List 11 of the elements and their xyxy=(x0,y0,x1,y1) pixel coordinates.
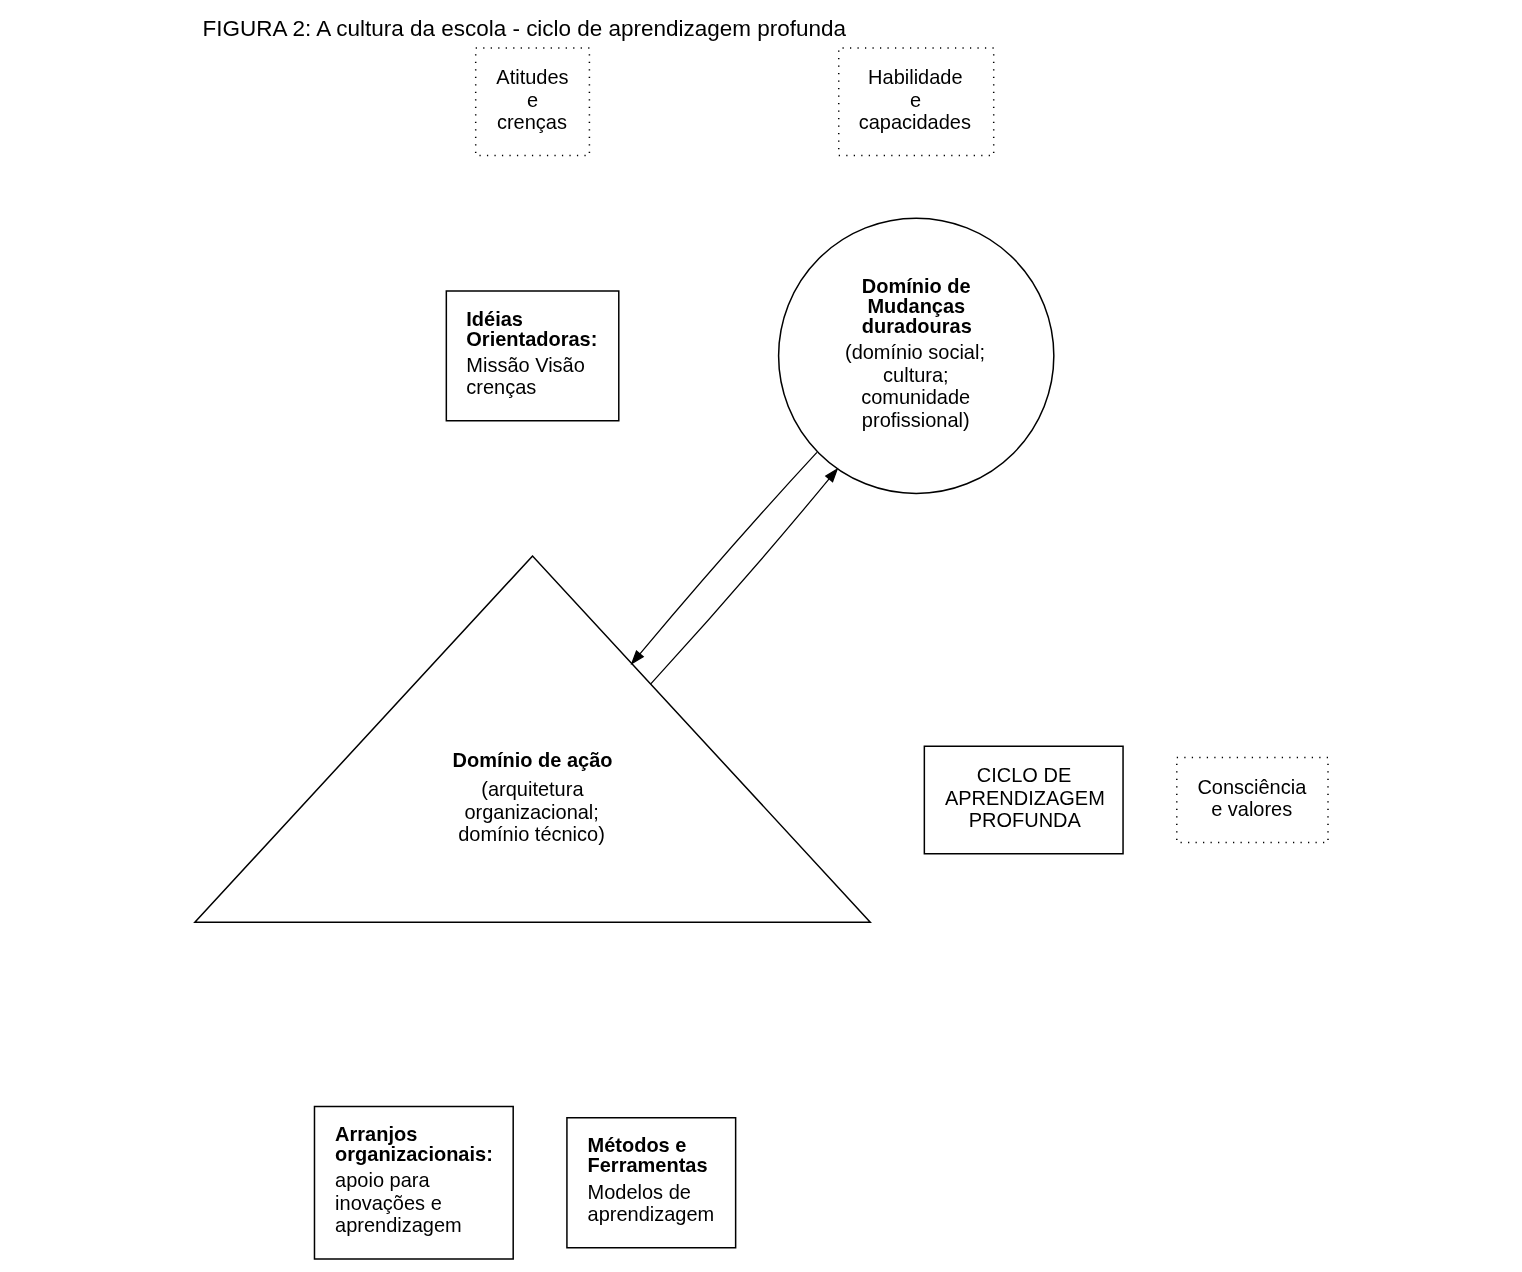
node-box: Métodos e Ferramentas Modelos de aprendizagem xyxy=(565,1117,736,1249)
diagram-title: FIGURA 2: A cultura da escola - ciclo de aprendizagem profunda xyxy=(201,16,846,42)
node-box: Arranjos organizacionais: apoio para inovações e aprendizagem xyxy=(313,1105,514,1260)
node-box: Atitudes e crenças xyxy=(474,47,590,157)
node-box: Habilidade e capacidades xyxy=(837,47,994,157)
node-circle: Domínio de Mudanças duradouras (domínio social; cultura; comunidade profissional) xyxy=(777,217,1055,495)
arrow xyxy=(630,451,818,665)
node-box: CICLO DE APRENDIZAGEM PROFUNDA xyxy=(923,745,1124,855)
node-box: Idéias Orientadoras: Missão Visão crenças xyxy=(445,290,620,422)
node-box: Consciência e valores xyxy=(1175,756,1329,844)
arrow xyxy=(649,467,838,685)
